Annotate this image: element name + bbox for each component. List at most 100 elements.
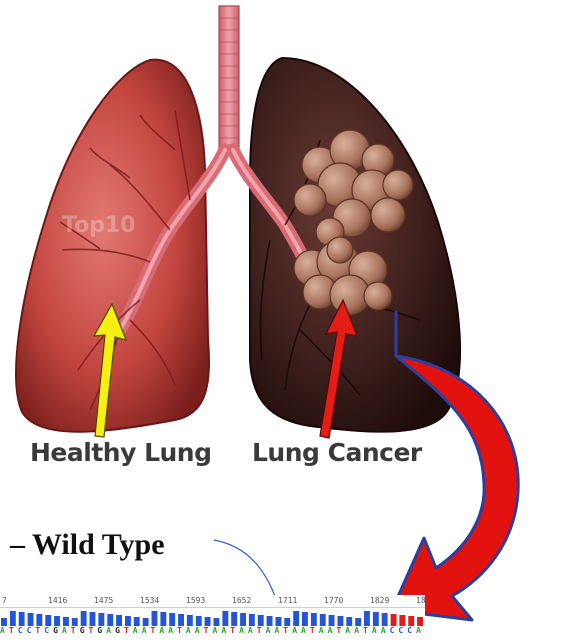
peak-bar bbox=[107, 614, 113, 626]
peak-bar bbox=[81, 611, 87, 626]
base-call: A bbox=[239, 626, 244, 635]
healthy-lung bbox=[16, 60, 209, 432]
watermark: Top10 bbox=[62, 213, 136, 238]
peak-bar bbox=[125, 616, 131, 626]
sequence-peak-bars bbox=[0, 610, 425, 626]
sequence-position-ruler: 7 1416 1475 1534 1593 1652 1711 1770 1829 18 bbox=[0, 595, 425, 608]
position-tick-label: 1770 bbox=[324, 596, 343, 605]
base-call: T bbox=[89, 626, 94, 635]
base-call: A bbox=[106, 626, 111, 635]
peak-bar bbox=[417, 617, 423, 626]
position-tick-label: 1829 bbox=[370, 596, 389, 605]
peak-bar bbox=[320, 614, 326, 626]
base-call: T bbox=[363, 626, 368, 635]
peak-bar bbox=[45, 615, 51, 626]
peak-bar bbox=[36, 614, 42, 626]
peak-bar bbox=[311, 613, 317, 626]
position-tick-label: 1475 bbox=[94, 596, 113, 605]
peak-bar bbox=[160, 612, 166, 626]
base-call: A bbox=[354, 626, 359, 635]
base-call: A bbox=[275, 626, 280, 635]
base-call: A bbox=[266, 626, 271, 635]
peak-bar bbox=[249, 614, 255, 626]
base-call: A bbox=[416, 626, 421, 635]
peak-bar bbox=[231, 612, 237, 626]
peak-bar bbox=[169, 613, 175, 626]
base-call: A bbox=[301, 626, 306, 635]
peak-bar bbox=[355, 618, 361, 626]
base-call: A bbox=[195, 626, 200, 635]
base-call: A bbox=[328, 626, 333, 635]
position-tick-label: 1593 bbox=[186, 596, 205, 605]
peak-bar bbox=[391, 614, 397, 626]
peak-bar bbox=[382, 613, 388, 626]
peak-bar bbox=[134, 617, 140, 626]
peak-bar bbox=[302, 612, 308, 626]
wild-type-label: – Wild Type bbox=[10, 528, 165, 562]
peak-bar bbox=[214, 618, 220, 626]
peak-bar bbox=[63, 617, 69, 626]
peak-bar bbox=[329, 615, 335, 626]
base-call: A bbox=[372, 626, 377, 635]
trachea bbox=[219, 6, 239, 154]
sequence-chromatogram: 71416147515341593165217111770182918 ATCC… bbox=[0, 595, 425, 641]
peak-bar bbox=[284, 618, 290, 626]
base-call: T bbox=[71, 626, 76, 635]
position-tick-label: 1711 bbox=[278, 596, 297, 605]
sequence-base-calls: ATCCTCGATGTGAGTAATAATAATAATAATAATAATAATA… bbox=[0, 626, 425, 638]
base-call: A bbox=[142, 626, 147, 635]
peak-bar bbox=[276, 617, 282, 626]
peak-bar bbox=[373, 612, 379, 626]
peak-bar bbox=[258, 615, 264, 626]
base-call: C bbox=[390, 626, 395, 635]
lung-cancer-label: Lung Cancer bbox=[252, 438, 422, 467]
peak-bar bbox=[54, 616, 60, 626]
base-call: T bbox=[35, 626, 40, 635]
peak-bar bbox=[178, 614, 184, 626]
base-call: A bbox=[221, 626, 226, 635]
base-call: A bbox=[213, 626, 218, 635]
peak-bar bbox=[90, 612, 96, 626]
peak-bar bbox=[240, 613, 246, 626]
position-tick-label: 18 bbox=[416, 596, 425, 605]
base-call: T bbox=[177, 626, 182, 635]
base-call: A bbox=[381, 626, 386, 635]
peak-bar bbox=[338, 616, 344, 626]
base-call: C bbox=[44, 626, 49, 635]
base-call: T bbox=[257, 626, 262, 635]
position-tick-label: 1534 bbox=[140, 596, 159, 605]
peak-bar bbox=[10, 611, 16, 626]
healthy-lung-label: Healthy Lung bbox=[30, 438, 212, 467]
position-tick-label: 1416 bbox=[48, 596, 67, 605]
base-call: T bbox=[283, 626, 288, 635]
base-call: G bbox=[115, 626, 120, 635]
base-call: G bbox=[97, 626, 102, 635]
base-call: G bbox=[80, 626, 85, 635]
peak-bar bbox=[1, 618, 7, 626]
peak-bar bbox=[408, 616, 414, 626]
peak-bar bbox=[19, 612, 25, 626]
peak-bar bbox=[196, 616, 202, 626]
position-tick-label: 1652 bbox=[232, 596, 251, 605]
peak-bar bbox=[28, 613, 34, 626]
base-call: T bbox=[9, 626, 14, 635]
base-call: T bbox=[337, 626, 342, 635]
base-call: A bbox=[62, 626, 67, 635]
peak-bar bbox=[399, 615, 405, 626]
base-call: T bbox=[204, 626, 209, 635]
base-call: A bbox=[0, 626, 5, 635]
base-call: T bbox=[124, 626, 129, 635]
position-tick-label: 7 bbox=[2, 596, 7, 605]
base-call: C bbox=[398, 626, 403, 635]
base-call: A bbox=[133, 626, 138, 635]
peak-bar bbox=[116, 615, 122, 626]
base-call: A bbox=[345, 626, 350, 635]
peak-bar bbox=[267, 616, 273, 626]
base-call: A bbox=[292, 626, 297, 635]
peak-bar bbox=[222, 611, 228, 626]
peak-bar bbox=[205, 617, 211, 626]
base-call: T bbox=[151, 626, 156, 635]
peak-bar bbox=[187, 615, 193, 626]
peak-bar bbox=[143, 618, 149, 626]
base-call: C bbox=[18, 626, 23, 635]
